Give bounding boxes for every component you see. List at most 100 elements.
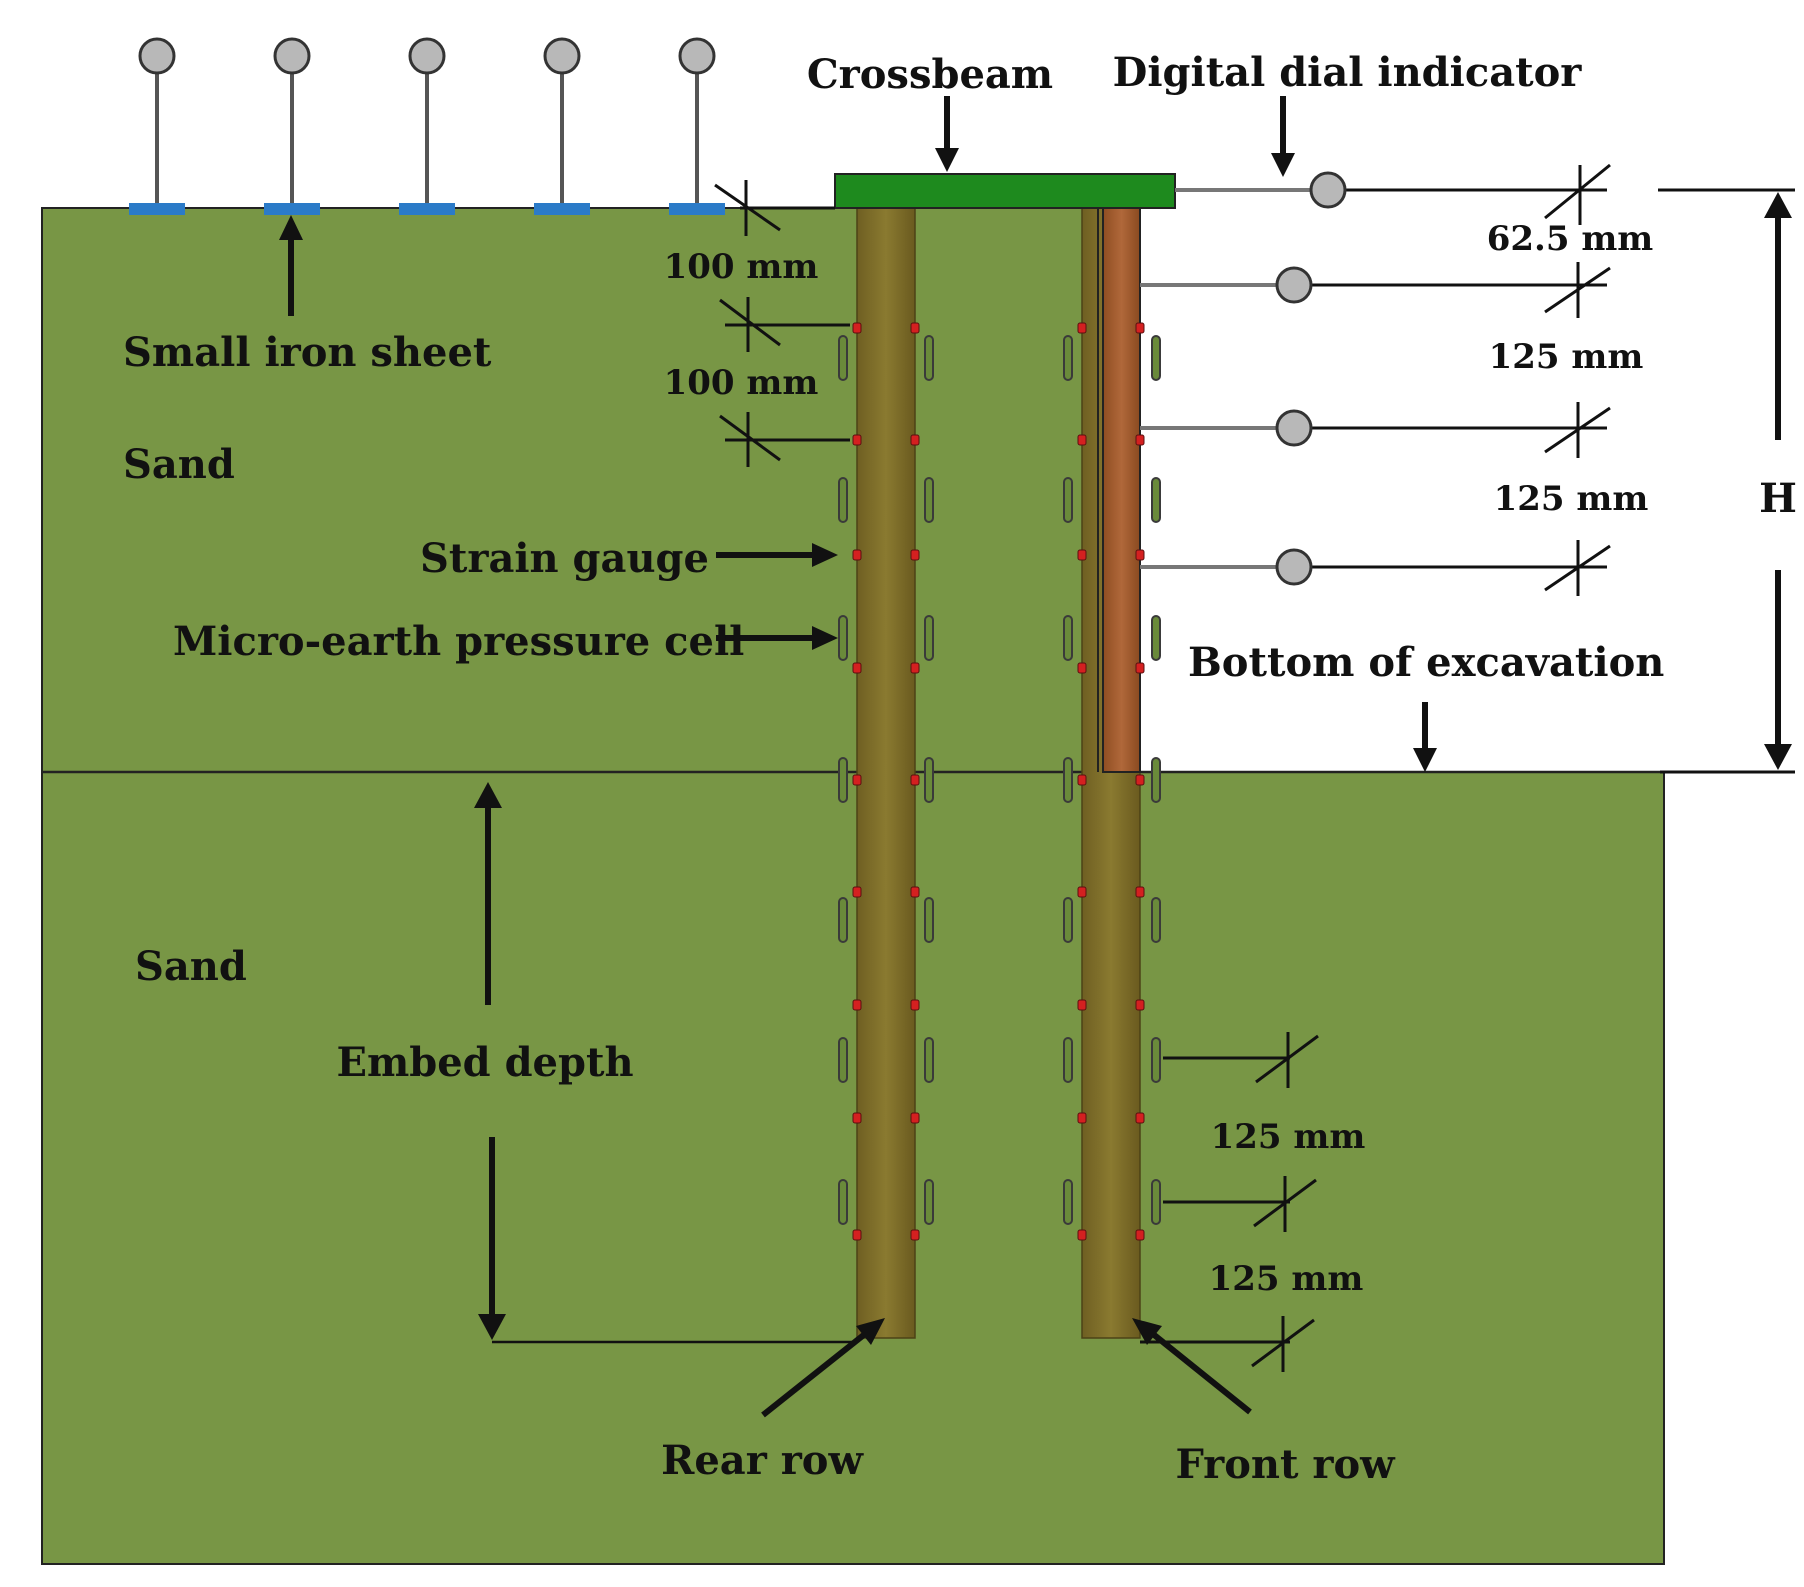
micro-earth-pressure-cell [1063, 335, 1073, 381]
strain-gauge [852, 1112, 862, 1124]
left-dimension-marks [714, 180, 850, 467]
small-iron-sheet-label: Small iron sheet [123, 329, 492, 376]
embed-depth-label: Embed depth [336, 1039, 633, 1086]
settlement-marker-group [129, 37, 725, 215]
micro-earth-pressure-cell [838, 1179, 848, 1225]
digital-dial-indicator-label: Digital dial indicator [1113, 49, 1583, 96]
strain-gauge [1077, 662, 1087, 674]
micro-earth-pressure-cell [838, 335, 848, 381]
strain-gauge [1135, 999, 1145, 1011]
micro-earth-pressure-cell [1151, 477, 1161, 523]
micro-earth-pressure-cell [1063, 477, 1073, 523]
dial-indicator-group [1140, 171, 1607, 586]
strain-gauge [1135, 662, 1145, 674]
strain-gauge [910, 999, 920, 1011]
micro-earth-pressure-cell [1151, 615, 1161, 661]
strain-gauge [1077, 322, 1087, 334]
strain-gauge [852, 1229, 862, 1241]
strain-gauge [910, 549, 920, 561]
strain-gauge [1135, 774, 1145, 786]
strain-gauge [910, 322, 920, 334]
strain-gauge [910, 1112, 920, 1124]
micro-earth-pressure-cell [1151, 1179, 1161, 1225]
strain-gauge [1077, 434, 1087, 446]
micro-earth-pressure-cell [1063, 1037, 1073, 1083]
height-dimension [1658, 188, 1795, 774]
upper-sand-layer [41, 207, 1141, 773]
height-label: H [1759, 475, 1797, 522]
bottom-of-excavation-label: Bottom of excavation [1188, 639, 1664, 686]
small-iron-sheet [264, 203, 320, 215]
strain-gauge [852, 434, 862, 446]
right-dimension-marks [1544, 163, 1611, 596]
crossbeam-label: Crossbeam [807, 51, 1053, 98]
front-row-label: Front row [1175, 1441, 1396, 1488]
right-spacing-1-label: 62.5 mm [1487, 219, 1654, 259]
strain-gauge [852, 774, 862, 786]
strain-gauge [910, 774, 920, 786]
right-spacing-3-label: 125 mm [1494, 479, 1649, 519]
embed-depth-dimension [474, 782, 857, 1344]
strain-gauge [1077, 886, 1087, 898]
strain-gauge [852, 322, 862, 334]
small-iron-sheet [669, 203, 725, 215]
strain-gauge [910, 662, 920, 674]
strain-gauge-label: Strain gauge [420, 535, 709, 582]
small-iron-sheet [129, 203, 185, 215]
micro-earth-pressure-cell [924, 477, 934, 523]
micro-earth-pressure-cell [838, 615, 848, 661]
micro-earth-pressure-cell [838, 1037, 848, 1083]
micro-earth-pressure-cell [924, 335, 934, 381]
strain-gauge [1077, 774, 1087, 786]
settlement-marker-ball [138, 37, 176, 75]
strain-gauge [852, 999, 862, 1011]
settlement-marker-ball [678, 37, 716, 75]
strain-gauge [1077, 1229, 1087, 1241]
micro-earth-pressure-cell [1151, 335, 1161, 381]
strain-gauge [852, 886, 862, 898]
micro-earth-pressure-cell [1063, 615, 1073, 661]
micro-earth-pressure-cell [924, 1179, 934, 1225]
micro-earth-pressure-cell [1063, 757, 1073, 803]
sand-lower-label: Sand [135, 943, 247, 990]
pressure-cell-group [838, 335, 1161, 1225]
small-iron-sheet [399, 203, 455, 215]
crossbeam [834, 173, 1176, 209]
micro-earth-pressure-cell [838, 897, 848, 943]
strain-gauge [852, 662, 862, 674]
digital-dial-indicator-ball [1275, 409, 1313, 447]
digital-dial-indicator-ball [1309, 171, 1347, 209]
micro-earth-pressure-cell-label: Micro-earth pressure cell [173, 618, 744, 665]
pointer-arrows [279, 96, 1437, 1418]
digital-dial-indicator-ball [1275, 266, 1313, 304]
micro-earth-pressure-cell [1063, 1179, 1073, 1225]
micro-earth-pressure-cell [1151, 897, 1161, 943]
digital-dial-indicator-ball [1275, 548, 1313, 586]
strain-gauge [910, 886, 920, 898]
strain-gauge [1077, 999, 1087, 1011]
micro-earth-pressure-cell [924, 757, 934, 803]
strain-gauge [1077, 549, 1087, 561]
micro-earth-pressure-cell [924, 897, 934, 943]
strain-gauge [1135, 549, 1145, 561]
front-row-arrow [1146, 1327, 1252, 1415]
micro-earth-pressure-cell [838, 477, 848, 523]
strain-gauge [1135, 1112, 1145, 1124]
strain-gauge [1135, 434, 1145, 446]
small-iron-sheet [534, 203, 590, 215]
settlement-marker-ball [273, 37, 311, 75]
strain-gauge [1135, 322, 1145, 334]
rear-row-label: Rear row [661, 1437, 864, 1484]
strain-gauge [1077, 1112, 1087, 1124]
strain-gauge [910, 1229, 920, 1241]
micro-earth-pressure-cell [1151, 1037, 1161, 1083]
lower-sand-layer [41, 771, 1665, 1565]
rear-row-arrow [761, 1327, 872, 1418]
left-spacing-1-label: 100 mm [664, 247, 819, 287]
strain-gauge [910, 434, 920, 446]
rear-row-pile [856, 207, 916, 1339]
right-spacing-2-label: 125 mm [1489, 337, 1644, 377]
micro-earth-pressure-cell [924, 1037, 934, 1083]
settlement-marker-ball [543, 37, 581, 75]
